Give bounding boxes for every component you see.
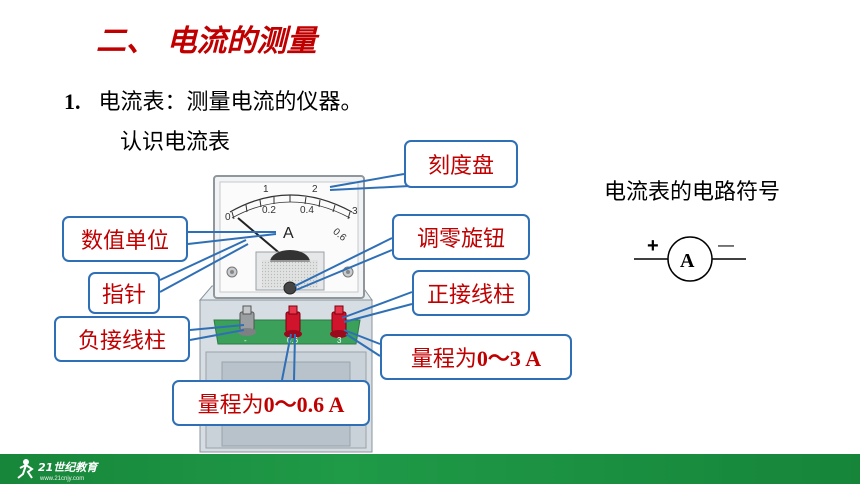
callout-negative-terminal-label: 负接线柱 bbox=[77, 329, 166, 354]
callout-zero-knob-label: 调零旋钮 bbox=[416, 227, 505, 252]
callout-unit: 数值单位 bbox=[62, 216, 188, 262]
point-text: 电流表：测量电流的仪器。 bbox=[98, 90, 363, 115]
callout-negative-terminal: 负接线柱 bbox=[54, 316, 190, 362]
callout-positive-terminal-label: 正接线柱 bbox=[426, 283, 515, 308]
callout-unit-label: 数值单位 bbox=[80, 229, 169, 254]
logo-text: 21世纪教育 bbox=[38, 461, 99, 474]
callout-range-06a-value: 0～0.6 A bbox=[263, 392, 345, 417]
callout-range-06a-prefix: 量程为 bbox=[197, 393, 264, 418]
slide-title: 二、 电流的测量 bbox=[96, 24, 317, 59]
terminal-label-neg: - bbox=[244, 336, 247, 345]
callout-pointer: 指针 bbox=[88, 272, 160, 314]
symbol-title: 电流表的电路符号 bbox=[604, 180, 781, 205]
ammeter-symbol-circle bbox=[667, 236, 713, 282]
terminal-label-06: 0.6 bbox=[287, 336, 299, 345]
logo-21cnjy: 21世纪教育 www.21cnjy.com bbox=[17, 459, 99, 482]
footer-bar: 21世纪教育 www.21cnjy.com bbox=[0, 454, 860, 484]
scale-lower-04: 0.4 bbox=[300, 205, 314, 216]
scale-lower-0: 0 bbox=[225, 212, 231, 223]
zero-knob bbox=[283, 281, 297, 295]
ammeter-symbol-minus: — bbox=[718, 237, 734, 254]
point-number: 1. bbox=[64, 89, 81, 114]
logo-url: www.21cnjy.com bbox=[39, 476, 84, 482]
callout-range-3a-value: 0～3 A bbox=[476, 346, 542, 371]
callout-zero-knob: 调零旋钮 bbox=[392, 214, 530, 260]
terminal-label-3: 3 bbox=[337, 336, 342, 345]
scale-lower-02: 0.2 bbox=[262, 205, 276, 216]
callout-pointer-label: 指针 bbox=[101, 283, 146, 308]
ammeter-symbol: A + — bbox=[634, 235, 746, 282]
scale-upper-3: 3 bbox=[352, 206, 358, 217]
subheading: 认识电流表 bbox=[120, 130, 231, 155]
callout-dial-label: 刻度盘 bbox=[427, 154, 494, 179]
ammeter-symbol-plus: + bbox=[647, 235, 659, 257]
point-1: 1. 电流表：测量电流的仪器。 bbox=[64, 84, 363, 116]
scale-upper-2: 2 bbox=[312, 184, 318, 195]
scale-upper-1: 1 bbox=[263, 184, 269, 195]
callout-range-3a-prefix: 量程为 bbox=[410, 347, 477, 372]
callout-positive-terminal: 正接线柱 bbox=[412, 270, 530, 316]
terminal-06 bbox=[284, 305, 302, 338]
ammeter-symbol-letter: A bbox=[680, 250, 695, 272]
meter-unit: A bbox=[283, 225, 294, 242]
callout-dial: 刻度盘 bbox=[404, 140, 518, 188]
